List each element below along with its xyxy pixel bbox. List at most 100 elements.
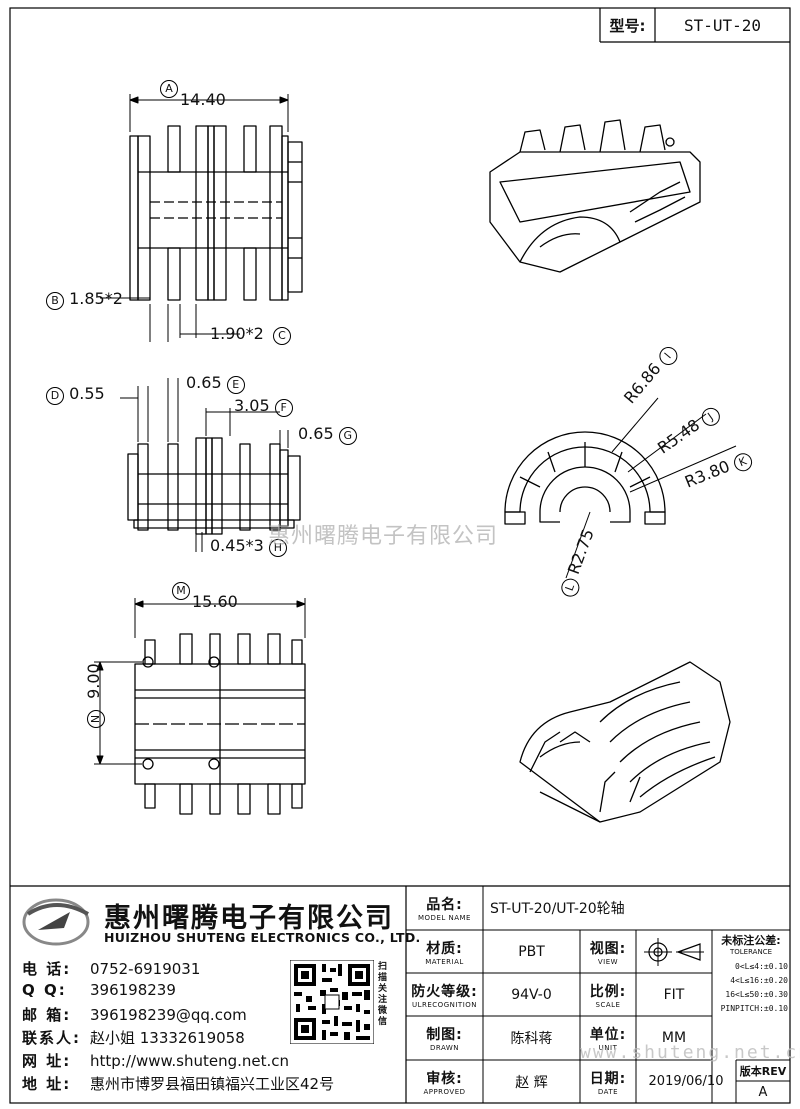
view-sub: VIEW xyxy=(597,957,619,966)
contact-phone: 电 话: 0752-6919031 xyxy=(22,958,200,979)
model-name-label: 品名: xyxy=(426,897,463,913)
projection-symbol-icon xyxy=(644,938,704,966)
contact-qq-key: Q Q: xyxy=(22,981,67,999)
material-label-cell: 材质: MATERIAL xyxy=(406,930,483,973)
model-label: 型号: xyxy=(609,16,646,35)
dim-n-letter: N xyxy=(87,710,105,728)
date-label-cell: 日期: DATE xyxy=(580,1060,636,1103)
dim-d: D 0.55 xyxy=(46,384,105,405)
material-label: 材质: xyxy=(426,940,463,957)
dim-d-value: 0.55 xyxy=(69,384,105,403)
contact-phone-value: 0752-6919031 xyxy=(90,960,201,978)
view-label-cell: 视图: VIEW xyxy=(580,930,636,973)
contact-email-value: 396198239@qq.com xyxy=(90,1006,247,1024)
flame-sub: ULRECOGNITION xyxy=(411,1000,478,1009)
dim-b: B 1.85*2 xyxy=(46,289,123,310)
scale-label: 比例: xyxy=(589,983,627,1000)
revision-label: 版本REV xyxy=(739,1064,787,1078)
dim-f: 3.05 F xyxy=(234,396,293,417)
qr-code-icon xyxy=(290,960,374,1044)
contact-website-value: http://www.shuteng.net.cn xyxy=(90,1052,290,1070)
qr-caption: 扫描关注微信 xyxy=(378,962,388,1027)
date-sub: DATE xyxy=(597,1087,619,1096)
scale-value: FIT xyxy=(663,986,685,1003)
dim-e: 0.65 E xyxy=(186,373,245,394)
revision-value: A xyxy=(758,1084,768,1100)
material-value: PBT xyxy=(518,943,545,960)
date-value: 2019/06/10 xyxy=(648,1074,724,1089)
date-label: 日期: xyxy=(589,1070,627,1087)
dim-h-value: 0.45*3 xyxy=(210,536,264,555)
dim-f-letter: F xyxy=(274,399,293,417)
flame-label: 防火等级: xyxy=(411,983,478,1000)
contact-qq: Q Q: 396198239 xyxy=(22,981,176,999)
dim-m-value: 15.60 xyxy=(192,592,238,611)
contact-email-key: 邮 箱: xyxy=(22,1006,72,1024)
dim-f-value: 3.05 xyxy=(234,396,270,415)
flame-value: 94V-0 xyxy=(511,986,552,1003)
contact-phone-key: 电 话: xyxy=(22,960,72,978)
dim-g: 0.65 G xyxy=(298,424,357,445)
contact-website-key: 网 址: xyxy=(22,1052,72,1070)
isometric-view-top xyxy=(489,119,701,273)
model-name-value: ST-UT-20/UT-20轮轴 xyxy=(490,901,625,917)
scale-sub: SCALE xyxy=(595,1000,621,1009)
dim-n-value: 9.00 xyxy=(84,663,103,699)
flame-label-cell: 防火等级: ULRECOGNITION xyxy=(406,973,483,1016)
drawn-label-cell: 制图: DRAWN xyxy=(406,1016,483,1060)
contact-address: 地 址:惠州市博罗县福田镇福兴工业区42号 xyxy=(22,1073,334,1094)
technical-drawings xyxy=(94,94,737,823)
contact-person-key: 联系人: xyxy=(22,1029,81,1047)
contact-qq-value: 396198239 xyxy=(90,981,176,999)
unit-sub: UNIT xyxy=(598,1044,618,1052)
dim-g-letter: G xyxy=(338,427,357,445)
dim-e-value: 0.65 xyxy=(186,373,222,392)
dim-e-letter: E xyxy=(226,376,245,394)
unit-value: MM xyxy=(661,1030,687,1046)
model-name-sub: MODEL NAME xyxy=(418,914,471,922)
company-logo-icon xyxy=(22,898,90,946)
watermark: 惠州曙腾电子有限公司 xyxy=(268,524,499,549)
contact-website: 网 址: http://www.shuteng.net.cn xyxy=(22,1050,289,1071)
end-view xyxy=(504,431,666,525)
contact-address-value: 惠州市博罗县福田镇福兴工业区42号 xyxy=(90,1075,335,1093)
isometric-view-bottom xyxy=(519,661,731,823)
dim-c-letter: C xyxy=(272,327,291,345)
dim-h: 0.45*3 H xyxy=(210,536,287,557)
unit-label: 单位: xyxy=(589,1027,627,1043)
approved-sub: APPROVED xyxy=(423,1087,466,1096)
company-name-en: HUIZHOU SHUTENG ELECTRONICS CO., LTD. xyxy=(104,930,421,945)
approved-label-cell: 审核: APPROVED xyxy=(406,1060,483,1103)
company-name-cn: 惠州曙腾电子有限公司 xyxy=(104,903,394,934)
material-sub: MATERIAL xyxy=(425,957,464,966)
dim-g-value: 0.65 xyxy=(298,424,334,443)
tolerance-line: 4<L≤16:±0.20 xyxy=(730,976,788,985)
scale-label-cell: 比例: SCALE xyxy=(580,973,636,1016)
tolerance-title: 未标注公差: xyxy=(721,934,781,947)
approved-label: 审核: xyxy=(426,1070,463,1087)
drawn-sub: DRAWN xyxy=(429,1044,460,1052)
dim-c-value: 1.90*2 xyxy=(210,324,264,343)
side-view xyxy=(127,437,301,535)
tolerance-line: 16<L≤50:±0.30 xyxy=(725,990,788,999)
front-view xyxy=(129,125,303,301)
contact-person: 联系人: 赵小姐 13332619058 xyxy=(22,1027,245,1048)
dim-n: N 9.00 xyxy=(84,663,105,728)
tolerance-line: PINPITCH:±0.10 xyxy=(720,1004,788,1013)
model-name-label-cell: 品名: MODEL NAME xyxy=(406,886,483,930)
unit-label-cell: 单位: UNIT xyxy=(580,1016,636,1060)
dim-a-value: 14.40 xyxy=(180,90,226,109)
dim-c: 1.90*2 C xyxy=(210,324,291,345)
contact-email: 邮 箱: 396198239@qq.com xyxy=(22,1004,247,1025)
tolerance-sub: TOLERANCE xyxy=(729,948,773,956)
drawn-label: 制图: xyxy=(426,1027,463,1043)
view-label: 视图: xyxy=(589,940,627,957)
tolerance-line: 0<L≤4:±0.10 xyxy=(735,962,788,971)
watermark-url: www.shuteng.net.cn xyxy=(580,1042,800,1063)
approved-value: 赵 辉 xyxy=(515,1074,548,1091)
contact-person-value: 赵小姐 13332619058 xyxy=(90,1029,245,1047)
dim-b-value: 1.85*2 xyxy=(69,289,123,308)
bottom-view xyxy=(134,633,306,815)
model-value: ST-UT-20 xyxy=(683,15,762,35)
